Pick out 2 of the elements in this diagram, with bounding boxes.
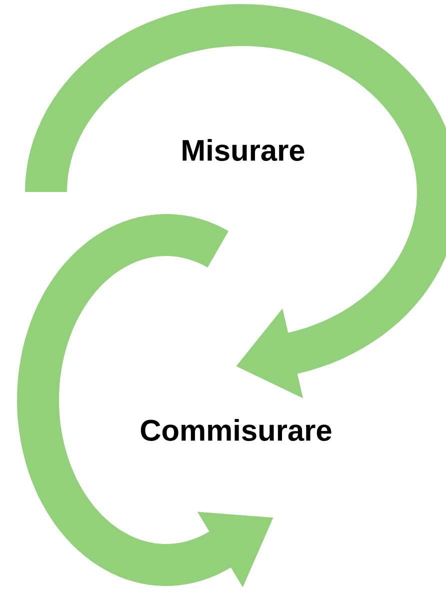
label-text: Commisurare bbox=[140, 419, 332, 441]
label-text: Misurare bbox=[182, 139, 304, 161]
